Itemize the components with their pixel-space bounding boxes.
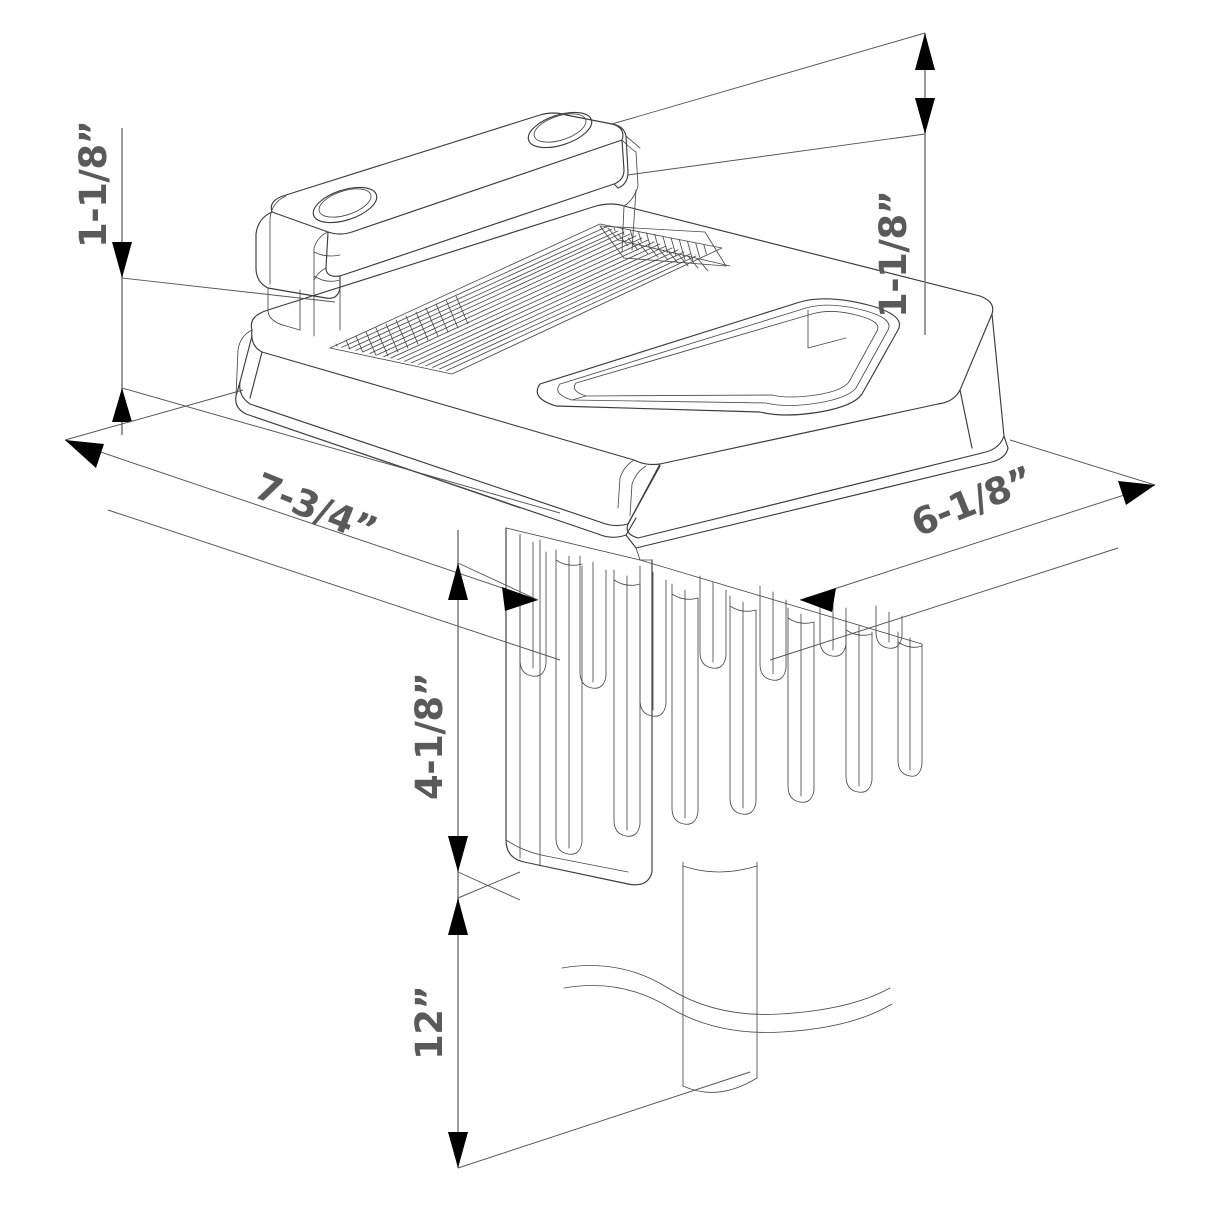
dimension-stem-length: 12” <box>408 871 751 1169</box>
dimension-label-stem-length: 12” <box>408 986 451 1060</box>
main-housing-body <box>235 203 1009 561</box>
dimension-fin-height: 4-1/8” <box>408 530 539 908</box>
dimension-label-top-bar-height-right: 1-1/8” <box>872 191 915 318</box>
dimension-body-width: 7-3/4” <box>64 389 561 661</box>
dimension-label-body-width: 7-3/4” <box>249 464 383 552</box>
mounting-stem-post <box>682 861 758 1093</box>
dimension-label-fin-height: 4-1/8” <box>408 673 451 800</box>
power-cable <box>561 965 893 1033</box>
dimension-top-bar-height-left: 1-1/8” <box>72 121 561 514</box>
oval-top-recess <box>536 298 900 416</box>
dimension-label-body-depth: 6-1/8” <box>905 458 1039 546</box>
dimension-label-top-bar-height-left: 1-1/8” <box>72 121 115 248</box>
dimension-body-depth: 6-1/8” <box>769 439 1156 661</box>
left-circular-boss <box>312 186 378 224</box>
heat-sink-fin-array <box>505 527 923 886</box>
dimension-top-bar-height-right: 1-1/8” <box>611 32 935 335</box>
right-circular-boss <box>527 111 593 149</box>
